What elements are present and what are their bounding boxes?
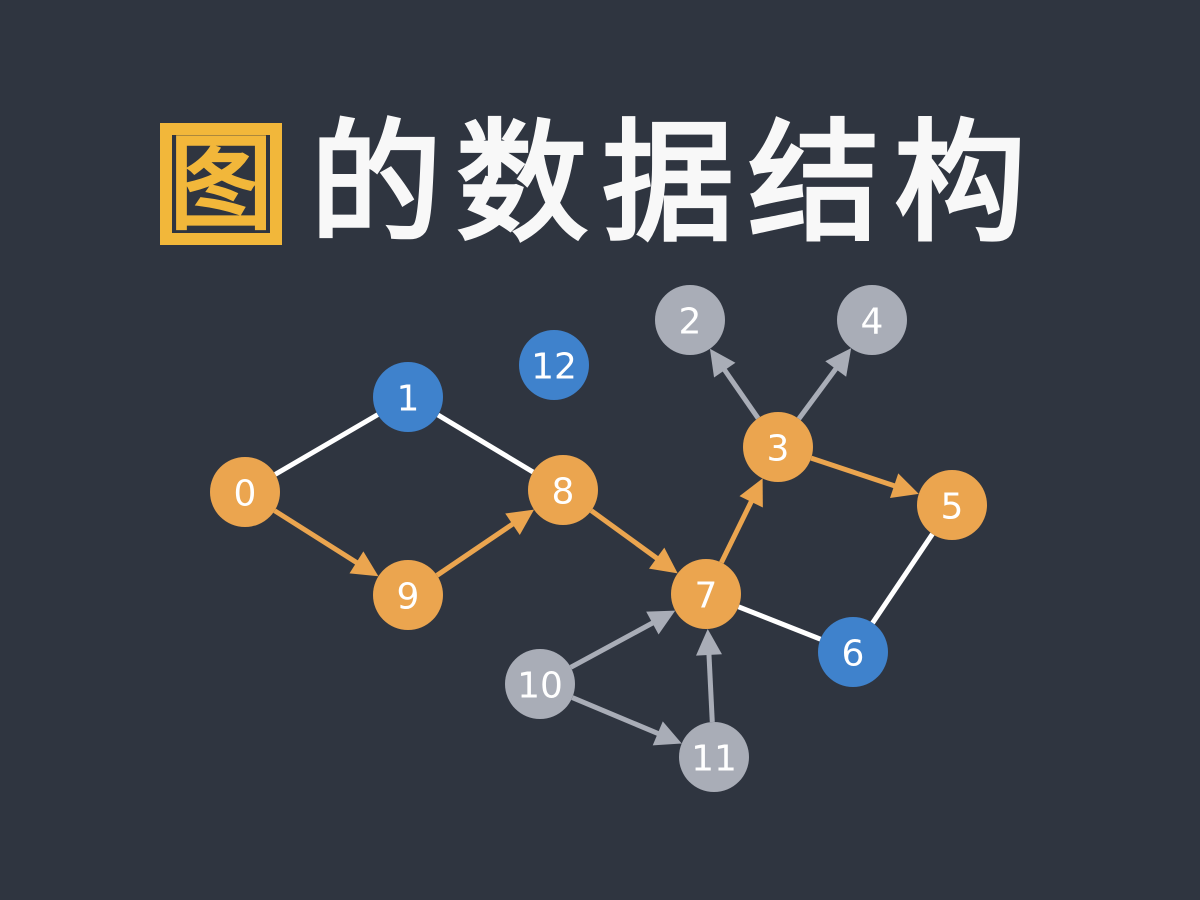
arrowhead-icon	[739, 478, 763, 508]
graph-node-0: 0	[210, 457, 280, 527]
edge-10-7	[569, 610, 676, 670]
node-label: 4	[861, 302, 884, 343]
arrowhead-icon	[646, 610, 676, 635]
edge-7-6	[737, 604, 822, 642]
node-label: 11	[691, 739, 737, 780]
node-label: 2	[679, 302, 702, 343]
node-label: 7	[695, 576, 718, 617]
graph-node-2: 2	[655, 285, 725, 355]
edge-9-8	[435, 509, 535, 578]
graph-node-4: 4	[837, 285, 907, 355]
edge-11-7	[696, 628, 722, 723]
graph-node-11: 11	[679, 722, 749, 792]
edge-1-8	[436, 412, 535, 475]
arrowhead-icon	[709, 348, 736, 378]
node-label: 1	[397, 379, 420, 420]
node-label: 12	[531, 347, 577, 388]
graph-node-3: 3	[743, 412, 813, 482]
node-label: 6	[842, 634, 865, 675]
edge-7-3	[719, 478, 763, 564]
graph-node-8: 8	[528, 455, 598, 525]
arrowhead-icon	[649, 547, 678, 574]
graph-node-7: 7	[671, 559, 741, 629]
arrowhead-icon	[652, 721, 682, 746]
node-label: 3	[767, 429, 790, 470]
graph-node-10: 10	[505, 649, 575, 719]
node-label: 8	[552, 472, 575, 513]
arrowhead-icon	[696, 628, 722, 656]
edge-10-11	[571, 695, 682, 746]
graph-node-12: 12	[519, 330, 589, 400]
edge-3-5	[810, 455, 919, 499]
node-label: 0	[234, 474, 257, 515]
arrowhead-icon	[825, 348, 852, 377]
title-highlighted-char: 图	[160, 123, 282, 245]
node-label: 9	[397, 577, 420, 618]
edge-8-7	[589, 508, 678, 574]
edge-6-5	[870, 532, 935, 625]
arrowhead-icon	[890, 473, 919, 499]
page-title: 图 的数据结构	[0, 118, 1200, 250]
graph-node-1: 1	[373, 362, 443, 432]
graph-edges	[273, 348, 935, 746]
graph-node-9: 9	[373, 560, 443, 630]
node-label: 5	[941, 487, 964, 528]
graph-node-5: 5	[917, 470, 987, 540]
edge-3-2	[709, 348, 761, 420]
arrowhead-icon	[505, 509, 535, 535]
edge-3-4	[796, 348, 852, 421]
arrowhead-icon	[349, 551, 379, 577]
edge-0-9	[273, 508, 379, 577]
edge-0-1	[273, 412, 380, 477]
title-text: 的数据结构	[310, 107, 1040, 261]
graph-node-6: 6	[818, 617, 888, 687]
node-label: 10	[517, 666, 563, 707]
